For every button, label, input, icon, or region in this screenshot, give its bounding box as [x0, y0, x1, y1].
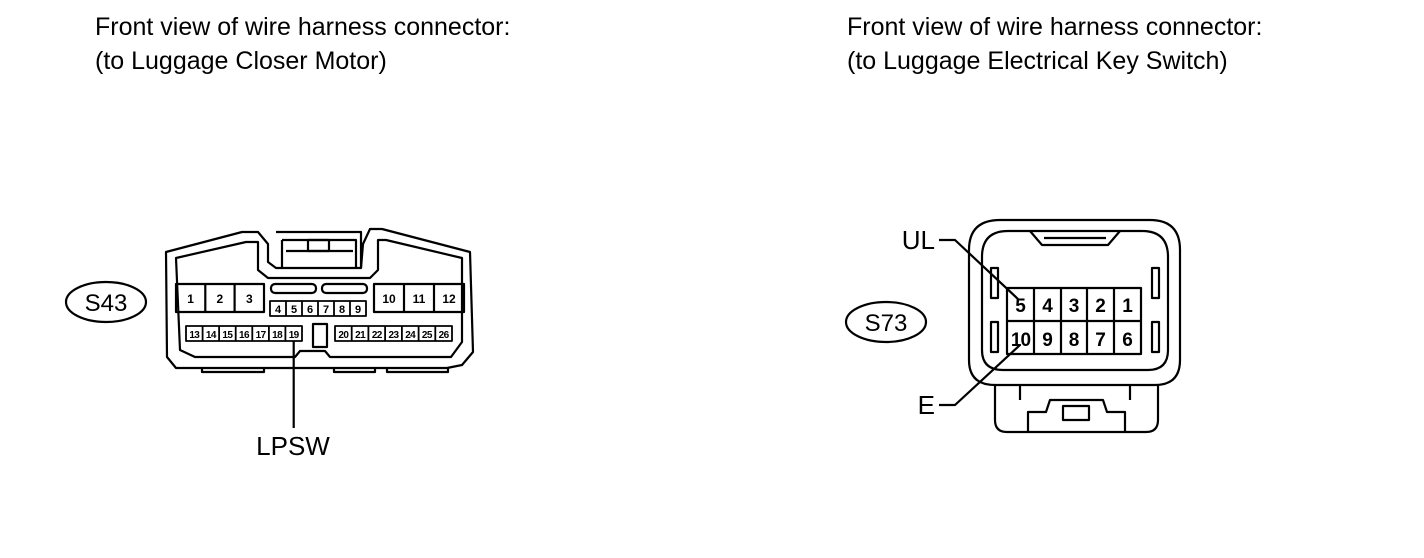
s73-pin-2: 2 [1095, 296, 1106, 317]
s43-pin-19: 19 [289, 330, 300, 341]
s43-pin-15: 15 [222, 330, 233, 341]
s43-pin-12: 12 [442, 292, 456, 306]
s43-pin-21: 21 [355, 330, 366, 341]
e-label: E [918, 390, 935, 420]
s43-code: S43 [85, 290, 128, 317]
s43-pin-17: 17 [256, 330, 267, 341]
s43-pin-18: 18 [272, 330, 283, 341]
s43-pin-8: 8 [339, 304, 345, 316]
right-heading: Front view of wire harness connector: (t… [847, 10, 1262, 78]
s43-pin-3: 3 [246, 292, 253, 306]
s43-pin-11: 11 [413, 292, 426, 306]
s73-pin-1: 1 [1122, 296, 1133, 317]
s43-pin-1: 1 [187, 292, 194, 306]
left-heading-line2: (to Luggage Closer Motor) [95, 47, 387, 75]
s43-pin-4: 4 [275, 304, 282, 316]
left-heading-line1: Front view of wire harness connector: [95, 13, 511, 41]
s73-code-ellipse [844, 300, 928, 344]
s43-pin-5: 5 [291, 304, 297, 316]
s43-connector-body [164, 227, 475, 374]
s43-pin-7: 7 [323, 304, 329, 316]
s43-pin-14: 14 [206, 330, 217, 341]
s43-pin-13: 13 [189, 330, 200, 341]
s73-code: S73 [865, 310, 908, 337]
s43-pin-9: 9 [355, 304, 361, 316]
s43-pin-23: 23 [389, 330, 400, 341]
s43-pin-10: 10 [382, 292, 396, 306]
e-leader-line [939, 344, 1021, 407]
s43-pin-26: 26 [439, 330, 450, 341]
s73-pin-6: 6 [1122, 330, 1133, 351]
s73-pin-4: 4 [1042, 296, 1053, 317]
s43-pin-16: 16 [239, 330, 250, 341]
s73-pin-5: 5 [1015, 296, 1026, 317]
ul-label: UL [902, 225, 935, 255]
ul-leader-line [939, 238, 1019, 300]
s73-pin-9: 9 [1042, 330, 1053, 351]
s43-code-ellipse [64, 280, 148, 324]
s43-pin-6: 6 [307, 304, 313, 316]
s43-pin-2: 2 [217, 292, 224, 306]
s73-pin-10: 10 [1011, 330, 1031, 351]
lpsw-label: LPSW [256, 431, 330, 461]
s73-pin-8: 8 [1069, 330, 1080, 351]
s73-pin-7: 7 [1095, 330, 1106, 351]
s43-pin-20: 20 [338, 330, 349, 341]
s43-pin-22: 22 [372, 330, 383, 341]
right-heading-line2: (to Luggage Electrical Key Switch) [847, 47, 1228, 75]
s73-pin-3: 3 [1069, 296, 1080, 317]
s43-pin-24: 24 [405, 330, 416, 341]
s43-pin-25: 25 [422, 330, 433, 341]
s73-connector-body [967, 218, 1182, 434]
right-heading-line1: Front view of wire harness connector: [847, 13, 1263, 41]
left-heading: Front view of wire harness connector: (t… [95, 10, 510, 78]
